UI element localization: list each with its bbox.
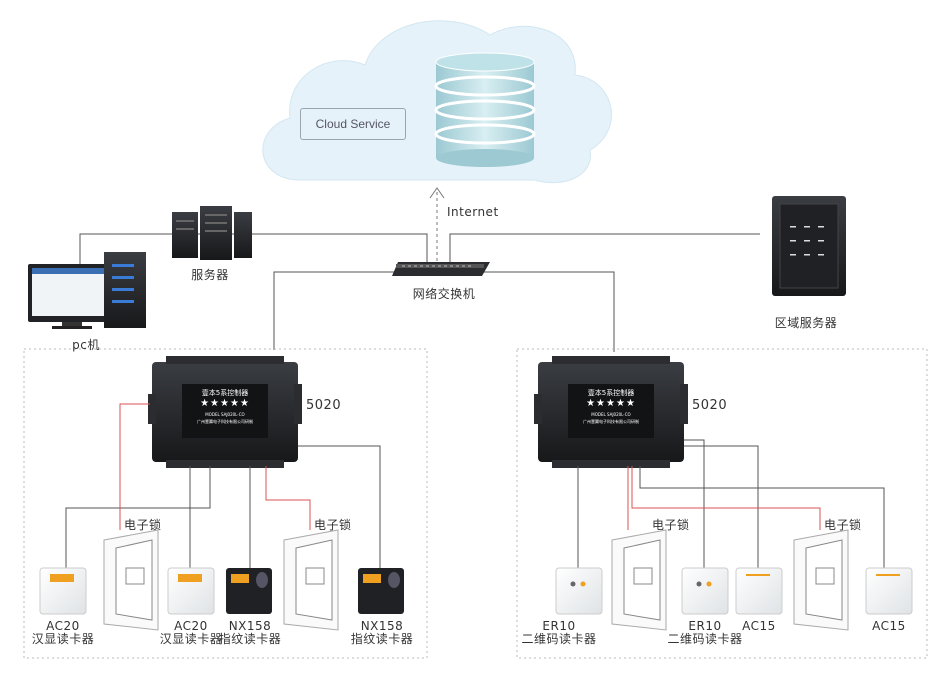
right-controller-model: 5020 — [692, 398, 728, 413]
reader-model: AC15 — [742, 619, 776, 633]
reader-model: NX158 — [360, 619, 404, 633]
left-reader-label-1: AC20 汉显读卡器 — [32, 620, 95, 646]
pc-icon — [28, 252, 146, 329]
right-lock-label-2: 电子锁 — [824, 518, 862, 532]
pc-label: pc机 — [72, 338, 100, 352]
left-reader-label-3: NX158 指纹读卡器 — [219, 620, 282, 646]
card-reader-icon — [39, 567, 87, 615]
switch-icon — [392, 262, 490, 276]
reader-model: ER10 — [688, 619, 722, 633]
reader-desc: 指纹读卡器 — [350, 632, 414, 646]
panel-model: MODEL SAJ020L-CO — [591, 412, 631, 417]
reader-model: AC20 — [174, 619, 208, 633]
internet-label: Internet — [447, 205, 499, 219]
panel-title: 壹本5系控制器 — [587, 389, 635, 397]
left-wires — [65, 445, 381, 568]
left-lock-label-2: 电子锁 — [314, 518, 352, 532]
server-icon — [172, 206, 252, 260]
card-reader-icon — [735, 567, 783, 615]
reader-model: NX158 — [228, 619, 272, 633]
left-reader-label-2: AC20 汉显读卡器 — [160, 620, 223, 646]
right-wires — [577, 439, 885, 568]
reader-desc: 汉显读卡器 — [31, 632, 95, 646]
reader-desc: 二维码读卡器 — [521, 632, 597, 646]
left-lock-wires — [119, 403, 311, 530]
reader-desc: 二维码读卡器 — [667, 632, 743, 646]
right-reader-label-4: AC15 — [872, 620, 906, 633]
left-controller-panel: 壹本5系控制器 ★★★★★ MODEL SAJ020L-CO 广州壹翼电子科技有… — [182, 388, 268, 425]
panel-stars: ★★★★★ — [586, 398, 636, 409]
area-server-label: 区域服务器 — [774, 316, 838, 330]
cloud-service-label: Cloud Service — [300, 108, 406, 140]
right-controller-panel: 壹本5系控制器 ★★★★★ MODEL SAJ020L-CO 广州壹翼电子科技有… — [568, 388, 654, 425]
left-lock-label-1: 电子锁 — [124, 518, 162, 532]
left-controller-icon — [148, 356, 302, 468]
left-controller-model: 5020 — [306, 398, 342, 413]
database-icon — [434, 52, 536, 167]
area-server-icon — [772, 196, 846, 296]
panel-model: MODEL SAJ020L-CO — [205, 412, 245, 417]
right-reader-label-3: AC15 — [742, 620, 776, 633]
right-reader-label-2: ER10 二维码读卡器 — [667, 620, 742, 646]
door-icon — [283, 529, 339, 631]
left-reader-label-4: NX158 指纹读卡器 — [351, 620, 414, 646]
card-reader-icon — [865, 567, 913, 615]
door-icon — [611, 529, 667, 631]
internet-arrow — [429, 187, 445, 262]
right-lock-wires — [627, 466, 821, 530]
fingerprint-reader-icon — [226, 568, 272, 614]
left-group-frame — [23, 348, 428, 659]
door-icon — [103, 529, 159, 631]
panel-company: 广州壹翼电子科技有限公司研制 — [583, 419, 639, 424]
right-controller-icon — [534, 356, 688, 468]
right-reader-label-1: ER10 二维码读卡器 — [521, 620, 596, 646]
qr-reader-icon — [681, 567, 729, 615]
reader-model: AC20 — [46, 619, 80, 633]
card-reader-icon — [167, 567, 215, 615]
reader-model: ER10 — [542, 619, 576, 633]
reader-model: AC15 — [872, 619, 906, 633]
reader-desc: 汉显读卡器 — [159, 632, 223, 646]
reader-desc: 指纹读卡器 — [218, 632, 282, 646]
server-label: 服务器 — [191, 268, 229, 282]
panel-stars: ★★★★★ — [200, 398, 250, 409]
right-group-frame — [516, 348, 928, 659]
panel-title: 壹本5系控制器 — [201, 389, 249, 397]
switch-label: 网络交换机 — [412, 287, 476, 301]
network-wires — [79, 233, 760, 352]
panel-company: 广州壹翼电子科技有限公司研制 — [197, 419, 253, 424]
qr-reader-icon — [555, 567, 603, 615]
door-icon — [793, 529, 849, 631]
fingerprint-reader-icon — [358, 568, 404, 614]
right-lock-label-1: 电子锁 — [652, 518, 690, 532]
